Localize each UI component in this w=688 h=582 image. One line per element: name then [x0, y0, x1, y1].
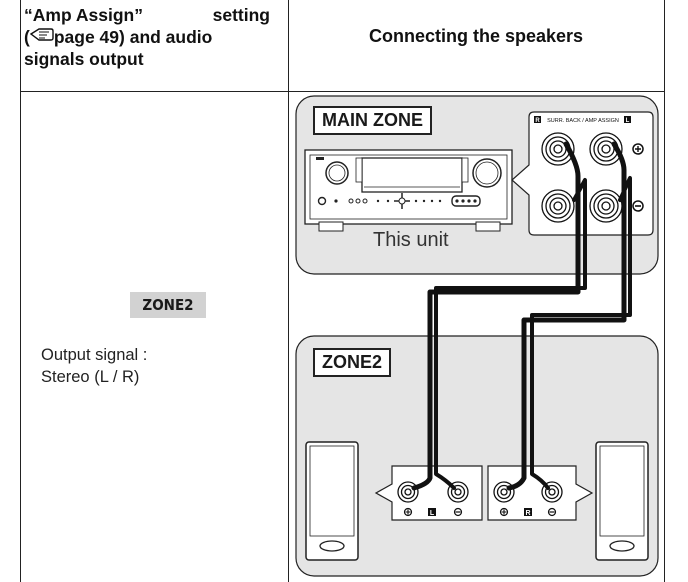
- table: [20, 0, 665, 582]
- header-signals-output: signals output: [24, 49, 144, 69]
- header-page-ref: page 49: [53, 27, 120, 47]
- output-signal-label: Output signal :: [41, 346, 148, 364]
- left-speaker-terminal: L: [374, 465, 483, 521]
- zone-badge: ZONE2: [130, 292, 206, 318]
- table-middle-border: [288, 0, 289, 582]
- right-speaker-mark: R: [525, 510, 530, 517]
- header-left-cell: “Amp Assign” setting ( page 49) and audio…: [24, 4, 270, 70]
- output-signal-text: Output signal : Stereo (L / R): [41, 344, 147, 388]
- main-zone-label: MAIN ZONE: [313, 106, 432, 135]
- left-speaker-mark: L: [430, 510, 435, 517]
- header-setting: setting: [212, 5, 270, 25]
- left-speaker-icon: [305, 441, 359, 561]
- right-speaker-icon: [595, 441, 649, 561]
- receiver-unit-icon: [304, 149, 513, 232]
- zone2-label: ZONE2: [313, 348, 392, 377]
- header-amp-assign: “Amp Assign”: [24, 5, 143, 25]
- terminal-header-label: SURR. BACK / AMP ASSIGN: [547, 118, 619, 124]
- header-right-cell: Connecting the speakers: [368, 26, 584, 46]
- table-right-border: [664, 0, 665, 582]
- table-header-divider: [20, 91, 665, 92]
- header-paren-open: (: [24, 27, 30, 47]
- main-left-mark: L: [626, 118, 630, 124]
- this-unit-caption: This unit: [373, 229, 449, 251]
- main-terminal-panel: R SURR. BACK / AMP ASSIGN L: [511, 111, 654, 236]
- speaker-cables: [411, 141, 632, 491]
- table-left-border: [20, 0, 21, 582]
- header-and-audio: ) and audio: [119, 27, 213, 47]
- output-signal-value: Stereo (L / R): [41, 368, 140, 386]
- right-speaker-terminal: R: [487, 465, 594, 521]
- page-reference-icon: [29, 27, 54, 43]
- main-right-mark: R: [535, 118, 540, 124]
